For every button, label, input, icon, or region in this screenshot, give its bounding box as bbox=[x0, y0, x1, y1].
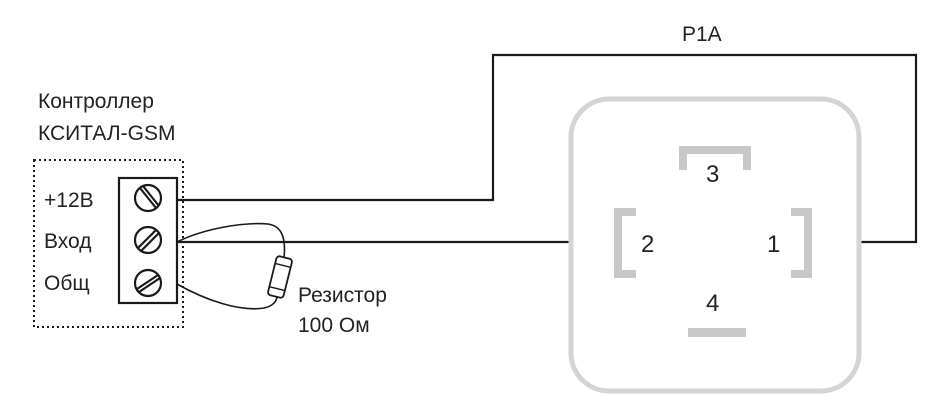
wire-resistor-bottom bbox=[176, 283, 278, 310]
pin-2-bracket bbox=[614, 208, 636, 278]
pin-4-bar bbox=[688, 328, 746, 337]
screw-terminal-plus12v bbox=[133, 183, 163, 213]
controller-dashed-border bbox=[33, 159, 184, 328]
resistor-label-line1: Резистор bbox=[298, 284, 387, 307]
socket-outline bbox=[568, 96, 862, 394]
relay-socket: P1A 3 2 1 4 bbox=[568, 23, 862, 394]
terminal-label-plus12v: +12В bbox=[44, 189, 94, 212]
resistor-body bbox=[267, 255, 293, 299]
controller: Контроллер КСИТАЛ-GSM +12В Вход Общ bbox=[33, 90, 184, 328]
relay-name: P1A bbox=[682, 23, 722, 46]
resistor-label-line2: 100 Ом bbox=[298, 314, 370, 337]
pin-3-bracket bbox=[679, 146, 751, 170]
terminal-label-common: Общ bbox=[44, 272, 90, 295]
pin-1-label: 1 bbox=[767, 231, 780, 258]
screw-terminal-input bbox=[133, 225, 163, 255]
controller-title-line2: КСИТАЛ-GSM bbox=[38, 122, 175, 145]
wire-resistor-top bbox=[176, 222, 286, 259]
wire-plus12v-to-pin1 bbox=[177, 53, 918, 244]
pin-1-bracket bbox=[791, 208, 812, 278]
pin-4-label: 4 bbox=[706, 290, 719, 317]
pin-2-label: 2 bbox=[641, 231, 654, 258]
terminal-label-input: Вход bbox=[44, 230, 92, 253]
wires bbox=[176, 53, 918, 310]
resistor: Резистор 100 Ом bbox=[267, 255, 387, 337]
controller-title-line1: Контроллер bbox=[38, 90, 154, 113]
pin-3-label: 3 bbox=[706, 161, 719, 188]
screw-terminal-common bbox=[133, 268, 163, 298]
